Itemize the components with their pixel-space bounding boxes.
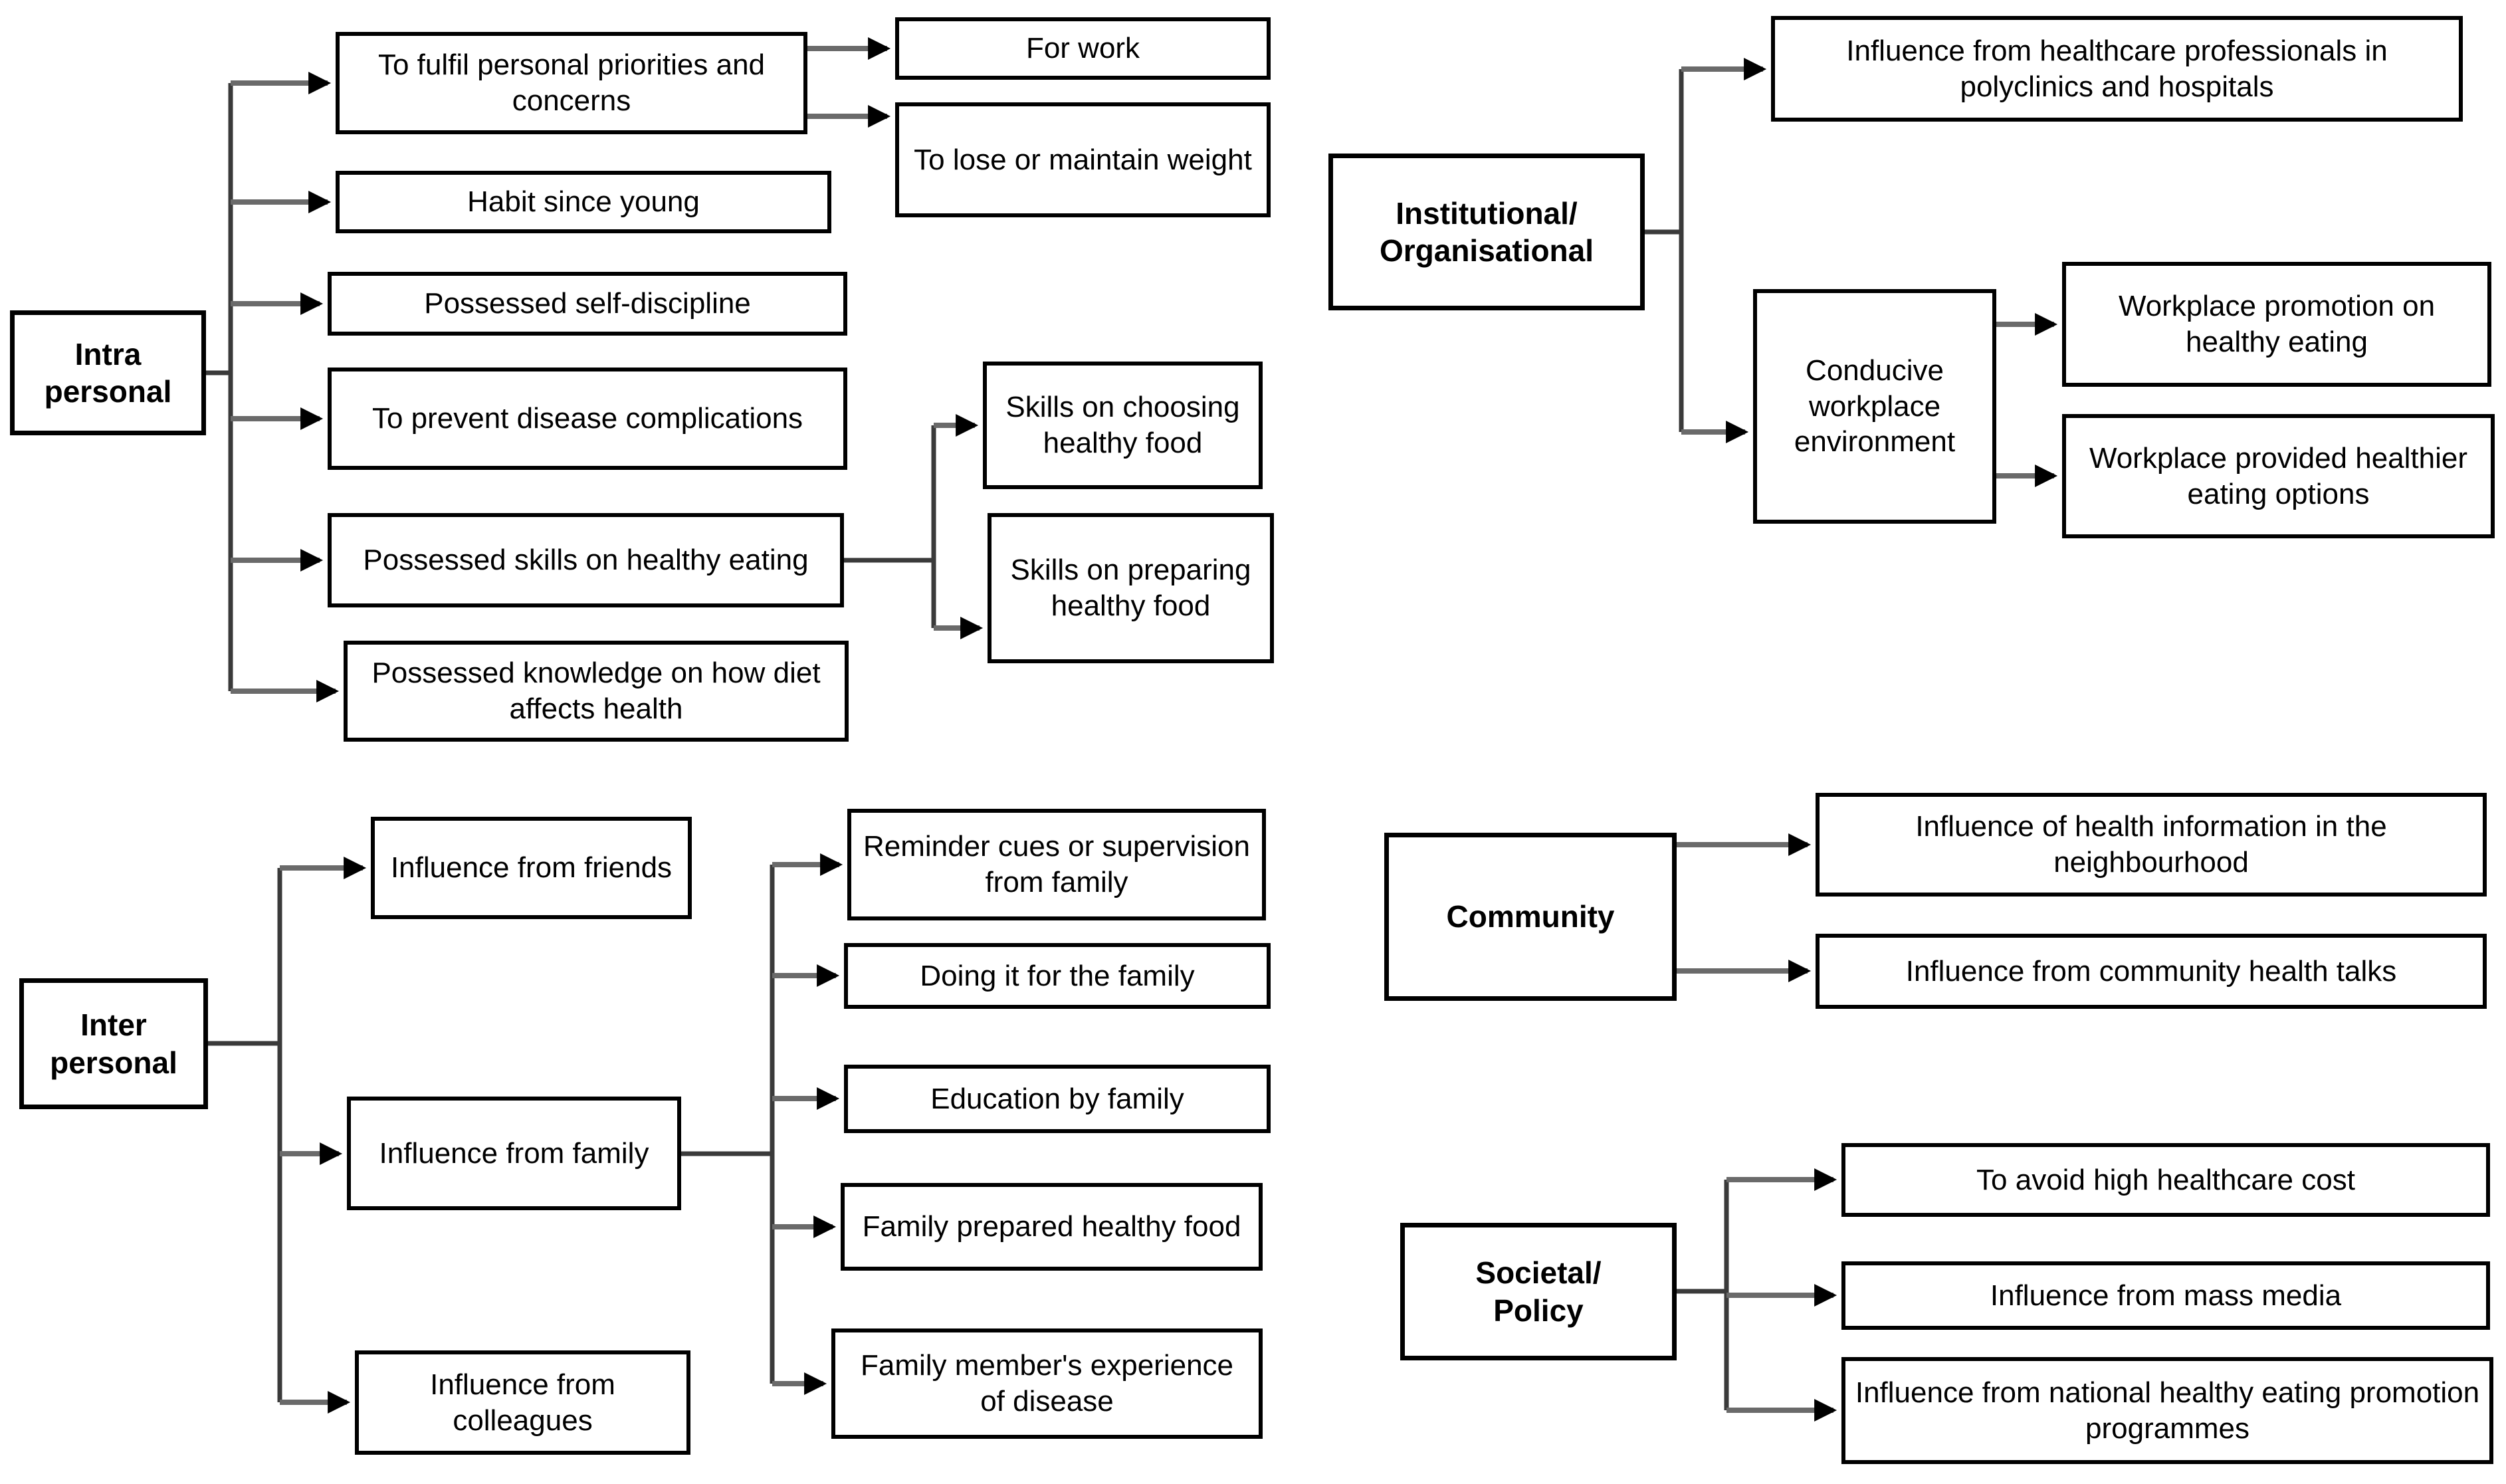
node-skills-preparing: Skills on preparing healthy food — [988, 513, 1274, 663]
node-label: Influence from friends — [390, 851, 673, 885]
institutional-connectors — [1645, 58, 2058, 487]
node-family-experience: Family member's experience of disease — [831, 1328, 1263, 1439]
node-workplace-options: Workplace provided healthier eating opti… — [2062, 414, 2495, 538]
node-healthcare-cost: To avoid high healthcare cost — [1841, 1143, 2490, 1217]
node-skills-choosing: Skills on choosing healthy food — [983, 362, 1263, 489]
node-friends: Influence from friends — [371, 817, 692, 919]
interpersonal-connectors — [208, 853, 843, 1414]
node-label: To lose or maintain weight — [914, 143, 1252, 176]
node-family: Influence from family — [347, 1097, 681, 1210]
societal-connectors — [1677, 1168, 1837, 1422]
node-health-information: Influence of health information in the n… — [1816, 793, 2487, 897]
node-label: To prevent disease complications — [371, 402, 803, 435]
node-education-by-family: Education by family — [844, 1065, 1271, 1133]
node-label: To avoid high healthcare cost — [1976, 1163, 2355, 1196]
node-label: Family prepared healthy food — [862, 1210, 1241, 1243]
node-conducive-workplace: Conducive workplace environment — [1753, 289, 1996, 524]
category-institutional-label: Institutional/ Organisational — [1379, 195, 1594, 268]
category-interpersonal: Inter personal — [19, 978, 208, 1109]
node-family-prepared: Family prepared healthy food — [841, 1183, 1263, 1271]
node-doing-for-family: Doing it for the family — [844, 943, 1271, 1009]
category-societal-label: Societal/ Policy — [1475, 1255, 1602, 1328]
node-label: Workplace promotion on healthy eating — [2118, 290, 2436, 358]
node-label: Skills on choosing healthy food — [1005, 391, 1240, 459]
node-habit: Habit since young — [336, 171, 831, 233]
node-reminder-cues: Reminder cues or supervision from family — [847, 809, 1266, 920]
node-label: Influence from family — [379, 1136, 649, 1170]
node-label: Possessed skills on healthy eating — [363, 544, 809, 577]
node-label: Education by family — [930, 1082, 1184, 1115]
node-label: Influence of health information in the n… — [1915, 810, 2387, 879]
category-societal: Societal/ Policy — [1400, 1223, 1677, 1360]
node-colleagues: Influence from colleagues — [355, 1350, 690, 1455]
node-label: Possessed self-discipline — [424, 287, 751, 320]
node-prevent-complications: To prevent disease complications — [328, 368, 847, 470]
intrapersonal-connectors — [206, 37, 984, 702]
category-interpersonal-label: Inter personal — [50, 1007, 177, 1080]
node-label: Skills on preparing healthy food — [1010, 554, 1251, 622]
node-workplace-promotion: Workplace promotion on healthy eating — [2062, 262, 2491, 387]
category-community-label: Community — [1446, 899, 1615, 934]
node-health-talks: Influence from community health talks — [1816, 934, 2487, 1009]
category-intrapersonal: Intra personal — [10, 310, 206, 435]
category-institutional: Institutional/ Organisational — [1328, 154, 1645, 310]
node-label: Doing it for the family — [920, 959, 1195, 992]
community-connectors — [1677, 833, 1812, 982]
node-knowledge-diet: Possessed knowledge on how diet affects … — [344, 641, 849, 742]
node-label: Workplace provided healthier eating opti… — [2089, 441, 2468, 510]
category-community: Community — [1384, 833, 1677, 1001]
node-label: Influence from community health talks — [1905, 954, 2397, 988]
node-mass-media: Influence from mass media — [1841, 1261, 2490, 1330]
node-label: Influence from healthcare professionals … — [1846, 34, 2388, 103]
node-label: For work — [1025, 32, 1140, 65]
node-fulfil-priorities: To fulfil personal priorities and concer… — [336, 32, 807, 134]
node-healthcare-professionals: Influence from healthcare professionals … — [1771, 16, 2463, 122]
node-label: Possessed knowledge on how diet affects … — [371, 657, 821, 725]
category-intrapersonal-label: Intra personal — [44, 336, 172, 409]
node-self-discipline: Possessed self-discipline — [328, 272, 847, 336]
node-label: Influence from mass media — [1990, 1279, 2342, 1312]
node-national-programmes: Influence from national healthy eating p… — [1841, 1357, 2493, 1464]
node-label: To fulfil personal priorities and concer… — [377, 49, 766, 117]
node-lose-weight: To lose or maintain weight — [895, 102, 1271, 217]
node-label: Influence from national healthy eating p… — [1855, 1376, 2480, 1445]
node-label: Influence from colleagues — [430, 1368, 615, 1437]
node-label: Habit since young — [467, 185, 700, 219]
node-label: Family member's experience of disease — [860, 1349, 1234, 1418]
node-label: Conducive workplace environment — [1794, 354, 1956, 459]
node-label: Reminder cues or supervision from family — [863, 830, 1251, 899]
node-skills-healthy-eating: Possessed skills on healthy eating — [328, 513, 844, 607]
node-for-work: For work — [895, 17, 1271, 80]
